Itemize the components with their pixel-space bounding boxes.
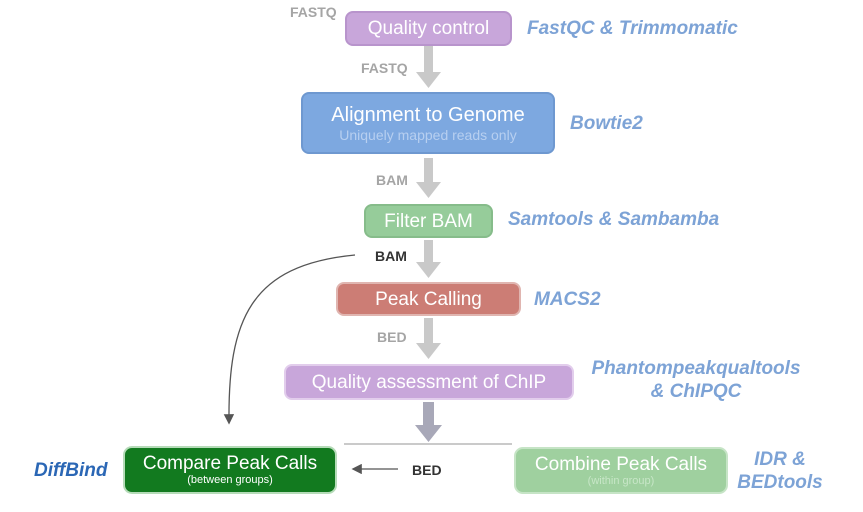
tool-line-1: Phantompeakqualtools (591, 358, 801, 379)
step-label: Filter BAM (384, 210, 473, 232)
format-label-fastq: FASTQ (361, 60, 408, 76)
tool-samtools-sambamba: Samtools & Sambamba (508, 209, 720, 230)
arrow-filter-to-peak (416, 240, 441, 278)
tool-macs2: MACS2 (534, 289, 601, 310)
step-sublabel: Uniquely mapped reads only (339, 127, 517, 143)
step-sublabel: (between groups) (187, 474, 273, 486)
step-label: Compare Peak Calls (142, 453, 318, 474)
step-label: Combine Peak Calls (534, 453, 708, 475)
step-label: Peak Calling (375, 288, 482, 310)
step-sublabel: (within group) (587, 474, 655, 487)
format-label-bed-1: BED (377, 329, 407, 345)
arrow-assess-to-split (415, 402, 442, 442)
step-alignment: Alignment to Genome Uniquely mapped read… (301, 92, 555, 154)
tool-diffbind: DiffBind (34, 460, 108, 481)
arrow-align-to-filter (416, 158, 441, 198)
format-label-bed-2: BED (412, 462, 442, 478)
step-label: Quality control (367, 18, 490, 39)
step-compare-peak-calls: Compare Peak Calls (between groups) (123, 446, 337, 494)
curved-arrow-bam-to-compare (223, 254, 356, 425)
step-combine-peak-calls: Combine Peak Calls (within group) (514, 447, 728, 494)
step-quality-assessment: Quality assessment of ChIP (284, 364, 574, 400)
tool-bowtie2: Bowtie2 (570, 113, 643, 134)
tool-line-1: IDR & (754, 449, 806, 470)
tool-line-2: & ChIPQC (650, 381, 742, 402)
format-label-bam-1: BAM (376, 172, 408, 188)
format-label-bam-2: BAM (375, 248, 407, 264)
format-label-fastq-top: FASTQ (290, 4, 337, 20)
step-quality-control: Quality control (345, 11, 512, 46)
tool-idr-bedtools: IDR & BEDtools (728, 448, 832, 494)
tool-line-2: BEDtools (737, 472, 823, 493)
step-label: Quality assessment of ChIP (311, 371, 547, 393)
tool-phantompeakqualtools-chipqc: Phantompeakqualtools & ChIPQC (586, 357, 806, 403)
tool-fastqc-trimmomatic: FastQC & Trimmomatic (527, 18, 738, 39)
step-label: Alignment to Genome (331, 104, 525, 126)
arrow-peak-to-assess (416, 318, 441, 359)
step-peak-calling: Peak Calling (336, 282, 521, 316)
step-filter-bam: Filter BAM (364, 204, 493, 238)
arrow-qc-to-align (416, 46, 441, 88)
